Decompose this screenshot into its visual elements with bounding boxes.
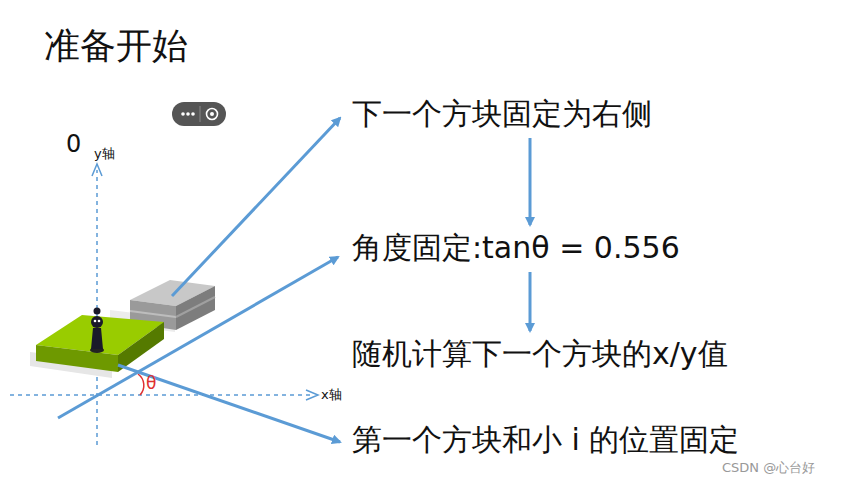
first-block [36, 315, 164, 372]
flow-arrow [529, 138, 532, 225]
angle-label: θ [146, 373, 156, 393]
step-label: 下一个方块固定为右侧 [352, 96, 652, 132]
step-text: 第一个方块和小 i 的位置固定 [348, 420, 743, 460]
step-label: 角度固定:tanθ = 0.556 [352, 230, 680, 266]
leader-arrow [172, 118, 340, 296]
step-label: 随机计算下一个方块的x/y值 [352, 336, 728, 372]
capsule-icon [172, 102, 226, 126]
flow-arrow [529, 272, 532, 331]
step-text: 随机计算下一个方块的x/y值 [348, 334, 732, 374]
step-label: 第一个方块和小 i 的位置固定 [352, 422, 739, 458]
watermark: CSDN @心台好 [722, 459, 815, 477]
player-figure [90, 308, 104, 354]
angle-arc [138, 374, 144, 395]
leader-arrow [118, 365, 340, 442]
title: 准备开始 [44, 22, 188, 71]
step-text: 下一个方块固定为右侧 [348, 94, 656, 134]
axis-label: x轴 [321, 386, 342, 404]
axis-label: y轴 [94, 145, 115, 163]
step-text: 角度固定:tanθ = 0.556 [348, 228, 684, 268]
origin-label: 0 [66, 130, 81, 158]
x-axis [10, 394, 312, 396]
